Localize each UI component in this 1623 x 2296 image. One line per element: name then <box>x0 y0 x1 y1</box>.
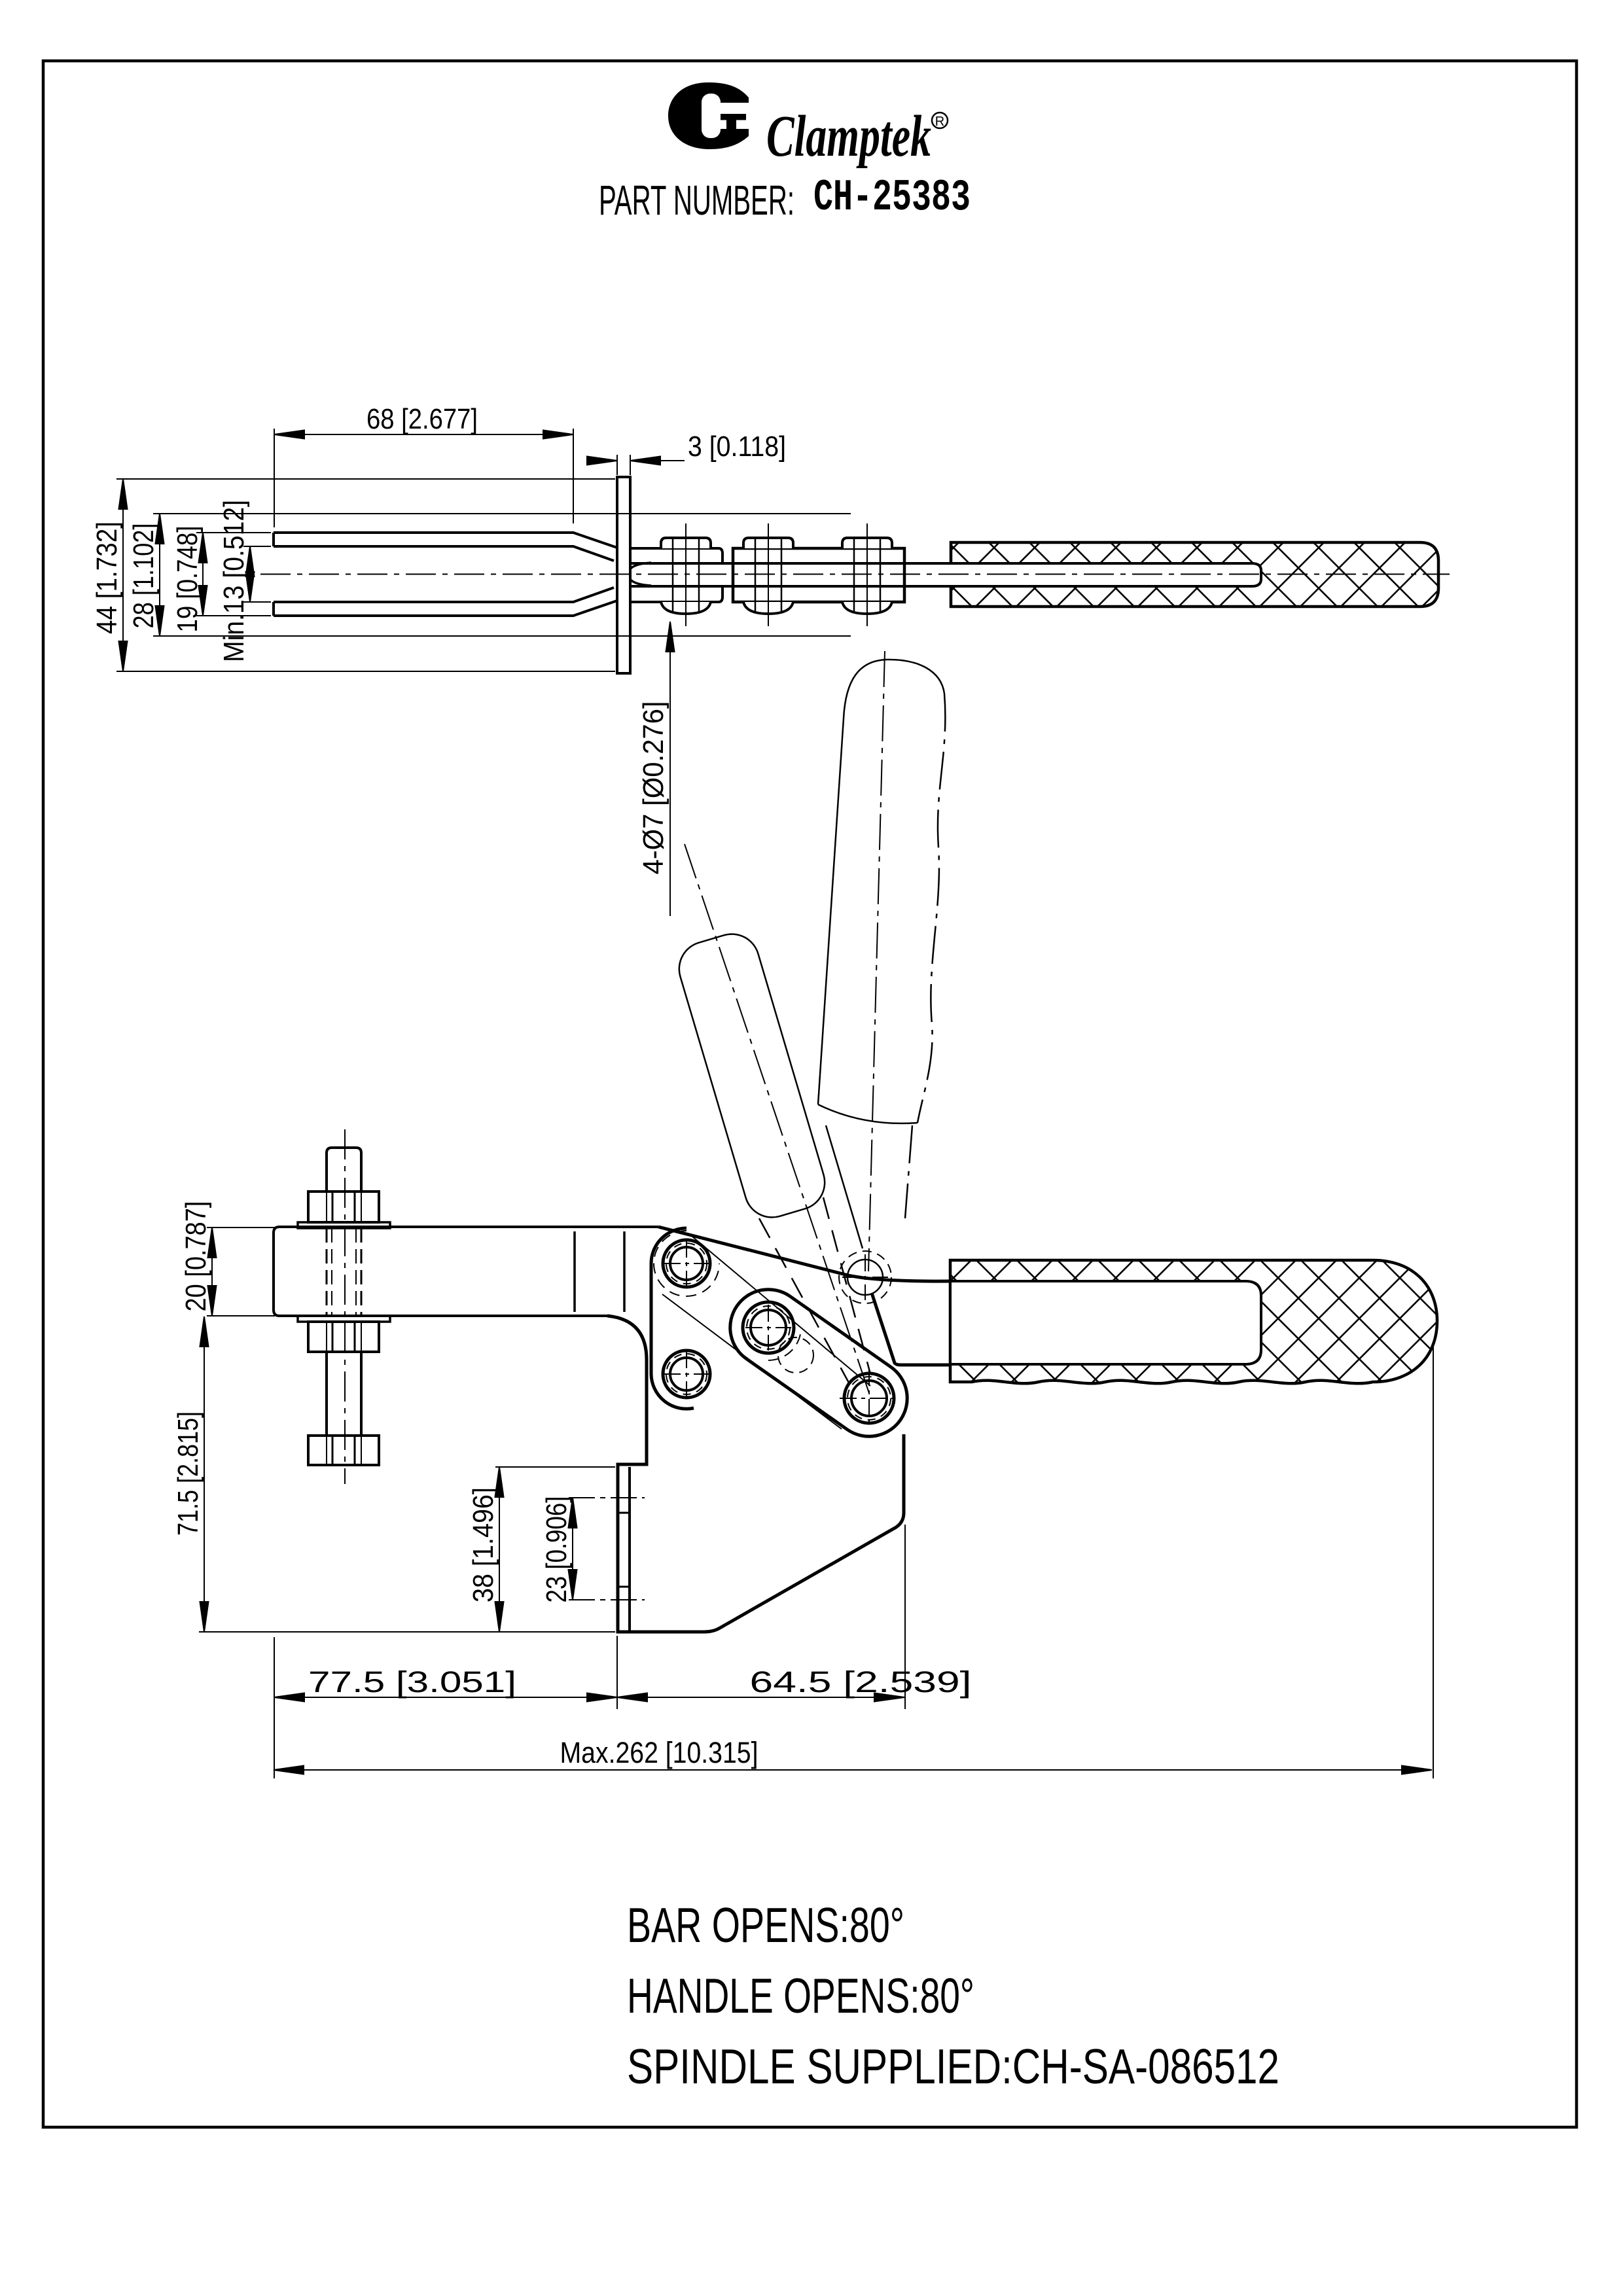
svg-text:23 [0.906]: 23 [0.906] <box>541 1496 573 1603</box>
svg-text:SPINDLE SUPPLIED:CH-SA-086512: SPINDLE SUPPLIED:CH-SA-086512 <box>627 2039 1279 2094</box>
svg-text:77.5 [3.051]: 77.5 [3.051] <box>308 1665 516 1699</box>
svg-text:BAR OPENS:80°: BAR OPENS:80° <box>627 1898 904 1952</box>
svg-text:19 [0.748]: 19 [0.748] <box>171 526 204 633</box>
svg-text:44 [1.732]: 44 [1.732] <box>91 521 123 634</box>
svg-text:PART NUMBER:: PART NUMBER: <box>599 177 794 224</box>
svg-text:HANDLE OPENS:80°: HANDLE OPENS:80° <box>627 1968 974 2023</box>
svg-text:Clamptek: Clamptek <box>766 104 931 169</box>
svg-text:Min.13 [0.512]: Min.13 [0.512] <box>218 500 250 662</box>
svg-text:20 [0.787]: 20 [0.787] <box>180 1201 212 1312</box>
svg-text:64.5 [2.539]: 64.5 [2.539] <box>750 1665 972 1699</box>
svg-text:3 [0.118]: 3 [0.118] <box>688 431 786 463</box>
svg-text:71.5 [2.815]: 71.5 [2.815] <box>172 1411 204 1536</box>
svg-text:4-Ø7 [Ø0.276]: 4-Ø7 [Ø0.276] <box>637 701 669 875</box>
svg-text:R: R <box>935 115 944 129</box>
svg-text:68 [2.677]: 68 [2.677] <box>366 403 478 435</box>
svg-text:38 [1.496]: 38 [1.496] <box>467 1487 499 1602</box>
svg-text:CH-25383: CH-25383 <box>813 173 971 223</box>
svg-text:28 [1.102]: 28 [1.102] <box>128 523 160 629</box>
svg-text:Max.262 [10.315]: Max.262 [10.315] <box>560 1736 758 1769</box>
